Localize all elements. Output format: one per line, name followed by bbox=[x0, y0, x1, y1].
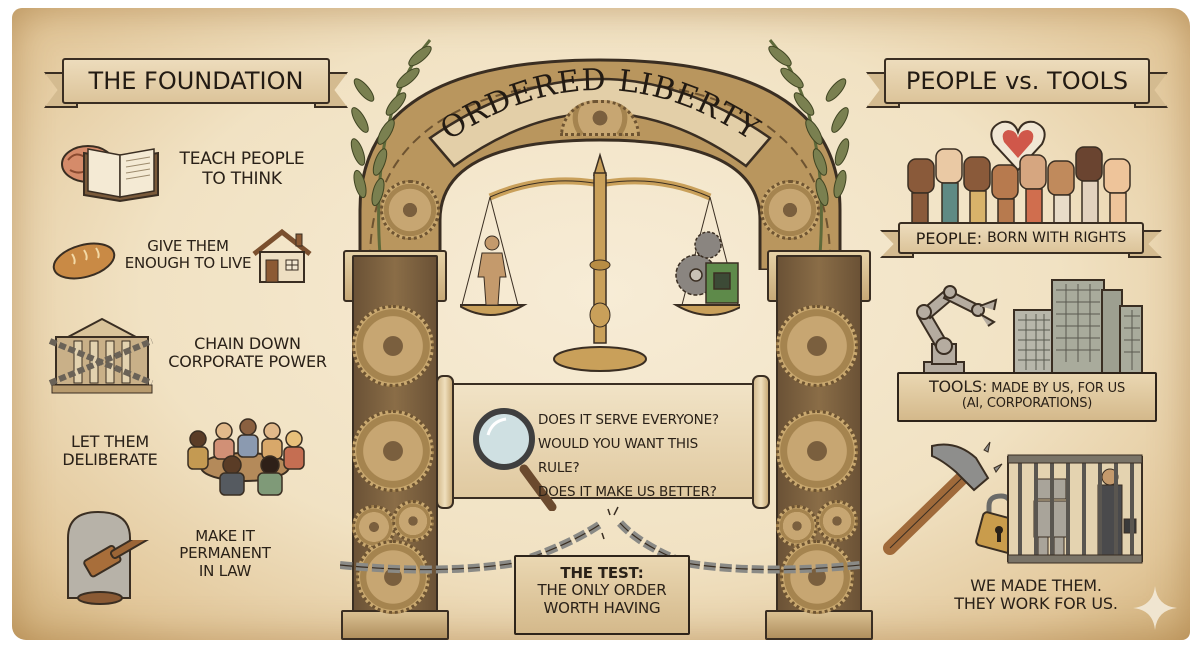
bread-icon bbox=[52, 242, 116, 280]
gear-icon bbox=[776, 410, 858, 492]
office-buildings-icon bbox=[1013, 279, 1143, 374]
item-deliberate: LET THEM DELIBERATE bbox=[62, 432, 158, 470]
gear-icon bbox=[776, 305, 858, 387]
chained-building-icon bbox=[48, 317, 154, 394]
round-table-people-icon bbox=[187, 418, 305, 496]
item-enough-to-live: GIVE THEM ENOUGH TO LIVE bbox=[124, 237, 252, 273]
item-teach-think: TEACH PEOPLE TO THINK bbox=[179, 149, 305, 189]
people-label-text: BORN WITH RIGHTS bbox=[987, 230, 1127, 246]
item-chain-corporate-power: CHAIN DOWN CORPORATE POWER bbox=[168, 334, 327, 372]
gavel-icon bbox=[77, 540, 156, 605]
laurel-left-icon bbox=[350, 39, 432, 256]
questions-list: DOES IT SERVE EVERYONE? WOULD YOU WANT T… bbox=[538, 408, 738, 504]
right-column-base bbox=[765, 610, 873, 640]
item-permanent-law: MAKE IT PERMANENT IN LAW bbox=[179, 527, 271, 580]
the-test-sign: THE TEST: THE ONLY ORDER WORTH HAVING bbox=[514, 555, 690, 635]
people-label-bold: PEOPLE: bbox=[915, 228, 983, 248]
house-icon bbox=[252, 228, 312, 283]
people-vs-tools-banner: PEOPLE vs. TOOLS bbox=[866, 58, 1168, 108]
foundation-banner: THE FOUNDATION bbox=[44, 58, 348, 108]
laurel-right-icon bbox=[768, 39, 850, 256]
foundation-heading: THE FOUNDATION bbox=[62, 58, 330, 104]
cage-robot-businessman-icon bbox=[1007, 454, 1143, 564]
question-3: DOES IT MAKE US BETTER? bbox=[538, 484, 717, 500]
tools-label-text: MADE BY US, FOR US bbox=[991, 381, 1126, 396]
gear-icon bbox=[356, 540, 430, 614]
open-book-icon bbox=[83, 148, 159, 203]
question-2: WOULD YOU WANT THIS RULE? bbox=[538, 436, 698, 476]
scales-of-justice-icon bbox=[460, 152, 740, 372]
gear-icon bbox=[760, 180, 820, 240]
gear-icon bbox=[380, 180, 440, 240]
raised-hands-icon bbox=[907, 146, 1131, 225]
question-1: DOES IT SERVE EVERYONE? bbox=[538, 412, 719, 428]
left-column-base bbox=[341, 610, 449, 640]
people-label-banner: PEOPLE: BORN WITH RIGHTS bbox=[880, 222, 1162, 258]
tools-label-examples: (AI, CORPORATIONS) bbox=[961, 395, 1093, 411]
robot-arm-icon bbox=[916, 285, 998, 375]
sparkle-icon bbox=[1133, 586, 1177, 630]
heart-icon bbox=[990, 120, 1046, 172]
people-vs-tools-heading: PEOPLE vs. TOOLS bbox=[884, 58, 1150, 104]
closing-statement: WE MADE THEM. THEY WORK FOR US. bbox=[954, 576, 1118, 614]
hammer-icon bbox=[883, 441, 1003, 555]
person-figure-icon bbox=[477, 235, 507, 306]
gear-icon bbox=[392, 500, 434, 542]
magnifying-glass-icon bbox=[473, 408, 557, 511]
broken-chain-icon bbox=[340, 506, 860, 574]
gears-chip-icon bbox=[675, 231, 739, 304]
gear-icon bbox=[352, 305, 434, 387]
gear-icon bbox=[816, 500, 858, 542]
gear-icon bbox=[352, 410, 434, 492]
tools-label-bold: TOOLS: bbox=[928, 377, 988, 396]
gear-icon bbox=[780, 540, 854, 614]
tools-label-plaque: TOOLS:MADE BY US, FOR US (AI, CORPORATIO… bbox=[897, 372, 1157, 422]
sign-title: THE TEST: bbox=[560, 564, 644, 582]
